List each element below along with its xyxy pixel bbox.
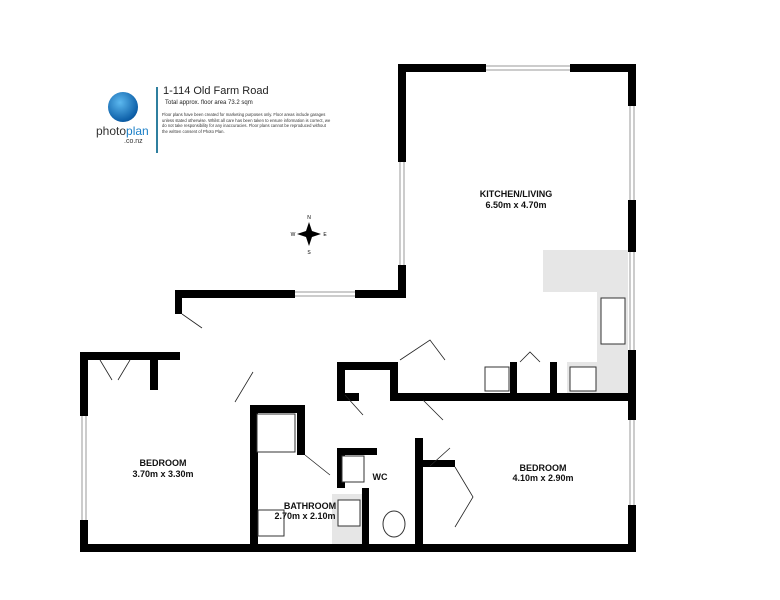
compass-n: N	[307, 215, 311, 221]
walls	[80, 64, 636, 552]
toilet-icon	[382, 510, 406, 538]
wc-label: WC	[373, 472, 388, 482]
logo-text: photoplan	[96, 124, 149, 138]
logo-part: plan	[126, 124, 149, 138]
compass-rose-icon	[297, 222, 321, 246]
bedroom1-label: BEDROOM	[140, 458, 187, 468]
cooktop-icon	[569, 366, 597, 392]
divider	[156, 87, 158, 153]
fridge-icon	[484, 366, 510, 392]
property-title: 1-114 Old Farm Road	[163, 85, 269, 97]
doors	[99, 313, 541, 528]
floor-area: Total approx. floor area 73.2 sqm	[165, 100, 253, 106]
bedroom2-size: 4.10m x 2.90m	[512, 473, 573, 483]
logo-house-icon	[108, 92, 138, 122]
disclaimer: Floor plans have been created for market…	[162, 112, 331, 134]
logo-domain: .co.nz	[124, 138, 143, 145]
compass-s: S	[307, 250, 311, 256]
bedroom2-label: BEDROOM	[520, 463, 567, 473]
compass: N S E W	[291, 215, 328, 256]
kitchen-label: KITCHEN/LIVING	[480, 189, 553, 199]
bathroom-basin-icon	[337, 499, 361, 527]
fixtures	[256, 297, 626, 538]
kitchen-size: 6.50m x 4.70m	[485, 200, 546, 210]
kitchen-sink-icon	[600, 297, 626, 345]
compass-e: E	[323, 232, 327, 238]
logo-part: photo	[96, 124, 127, 138]
bathroom-size: 2.70m x 2.10m	[274, 511, 335, 521]
windows	[81, 65, 635, 520]
header: photoplan .co.nz 1-114 Old Farm Road Tot…	[96, 84, 346, 164]
towel-rail-icon	[257, 509, 285, 537]
shower-icon	[256, 413, 296, 453]
wc-basin-icon	[341, 455, 365, 483]
bedroom1-size: 3.70m x 3.30m	[132, 469, 193, 479]
compass-w: W	[291, 232, 296, 238]
bathroom-label: BATHROOM	[284, 501, 336, 511]
